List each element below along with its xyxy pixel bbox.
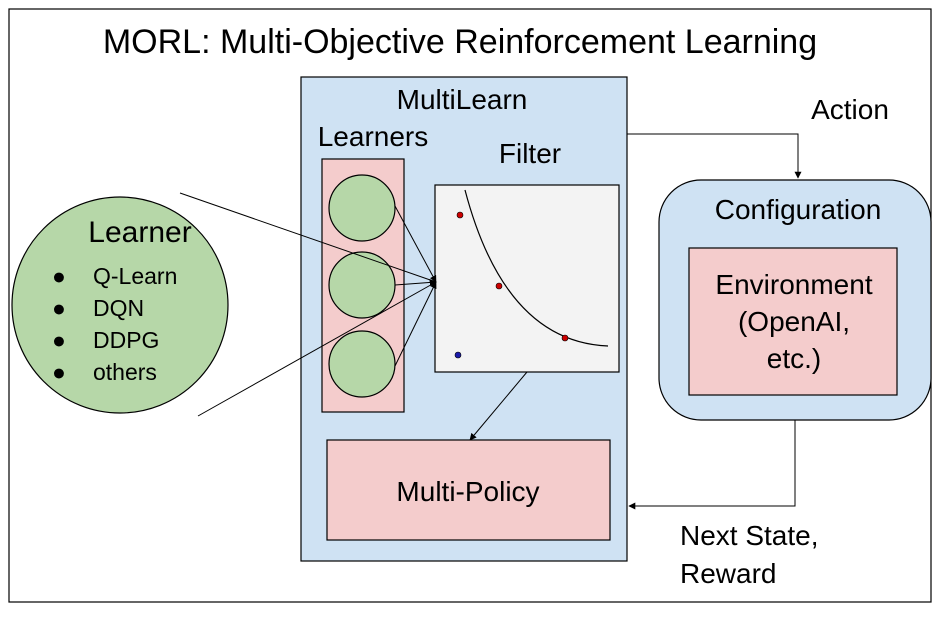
multi-policy-box <box>326 439 611 541</box>
dominated-point <box>454 351 462 359</box>
bullet-icon: ● <box>52 359 66 385</box>
multilearn-label: MultiLearn <box>397 84 528 115</box>
action-label: Action <box>811 94 889 125</box>
learner-type-item: others <box>93 359 157 385</box>
learner2-to-filter-arrow <box>394 278 437 286</box>
next-state-arrow <box>628 420 796 510</box>
pareto-point-1 <box>456 211 464 219</box>
learner-callout-title: Learner <box>88 216 191 249</box>
callout-line-top <box>179 192 437 283</box>
filter-label: Filter <box>499 138 561 169</box>
environment-label-line-3: etc.) <box>767 343 821 374</box>
pareto-front-curve <box>464 189 609 347</box>
learner-type-item: DDPG <box>93 327 159 353</box>
learner-type-list: ● Q-Learn ● DQN ● DDPG ● others <box>52 263 177 385</box>
environment-label-line-1: Environment <box>715 269 872 300</box>
learner-node-3 <box>328 330 396 398</box>
learner-node-2 <box>328 251 396 319</box>
bullet-icon: ● <box>52 295 66 321</box>
learner-type-item: DQN <box>93 295 144 321</box>
bullet-icon: ● <box>52 327 66 353</box>
filter-box <box>434 184 620 373</box>
bullet-icon: ● <box>52 263 66 289</box>
learner-callout <box>11 196 229 414</box>
environment-box <box>688 247 898 396</box>
callout-line-bottom <box>197 281 437 417</box>
action-arrow <box>627 133 802 179</box>
pareto-point-2 <box>495 282 503 290</box>
next-state-label-line-2: Reward <box>680 558 776 589</box>
filter-to-policy-arrow <box>469 371 528 441</box>
learner-type-item: Q-Learn <box>93 263 177 289</box>
diagram-title: MORL: Multi-Objective Reinforcement Lear… <box>103 23 817 61</box>
learner3-to-filter-arrow <box>394 281 437 367</box>
configuration-label: Configuration <box>715 194 882 225</box>
learners-label: Learners <box>318 121 429 152</box>
pareto-point-3 <box>561 334 569 342</box>
multi-policy-label: Multi-Policy <box>396 476 539 507</box>
environment-label-line-2: (OpenAI, <box>738 306 850 337</box>
learner-node-1 <box>328 174 396 242</box>
learner1-to-filter-arrow <box>394 205 437 283</box>
next-state-label-line-1: Next State, <box>680 520 819 551</box>
